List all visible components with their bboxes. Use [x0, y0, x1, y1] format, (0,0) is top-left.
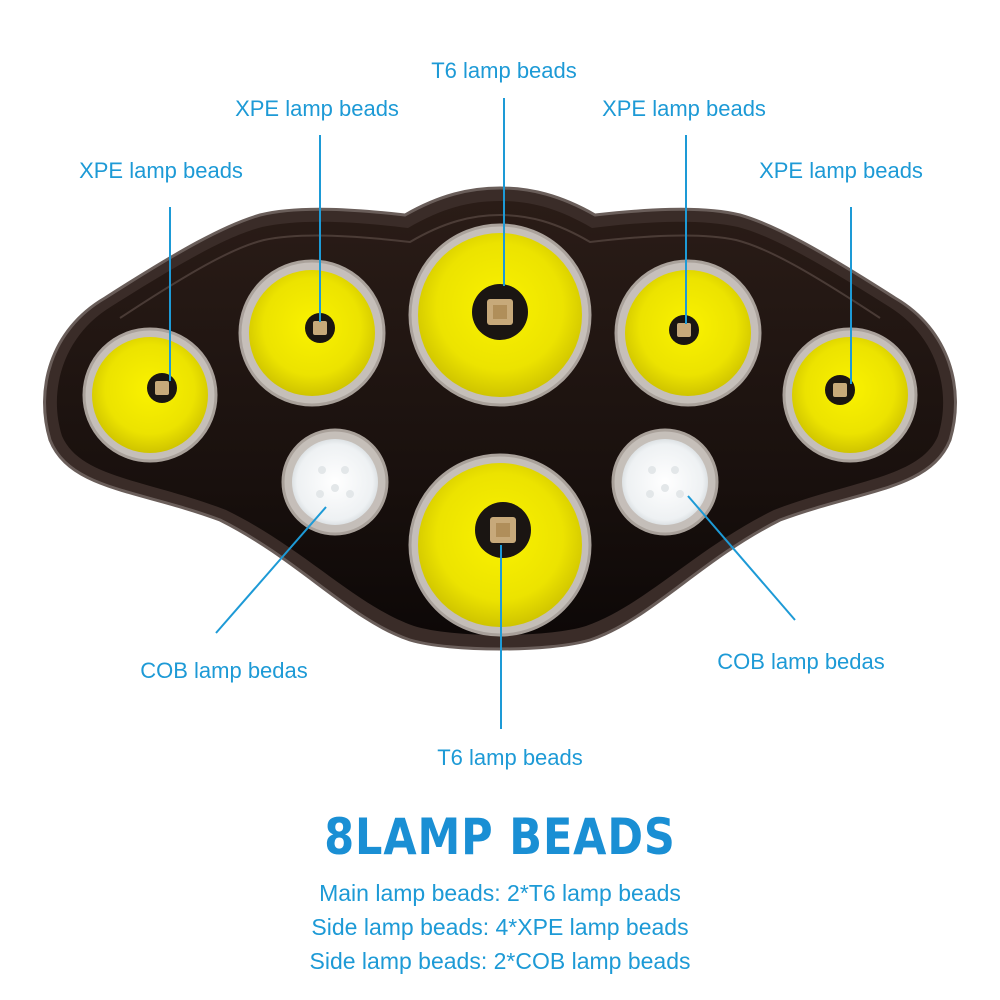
label-xpe-left: XPE lamp beads: [79, 158, 243, 183]
label-t6-bottom: T6 lamp beads: [437, 745, 583, 770]
housing-inner-edge: [119, 213, 881, 319]
spec-line-cob: Side lamp beads: 2*COB lamp beads: [309, 948, 691, 974]
headline-title: 8LAMP BEADS: [324, 808, 676, 866]
label-xpe-top-right: XPE lamp beads: [602, 96, 766, 121]
label-xpe-right: XPE lamp beads: [759, 158, 923, 183]
lens-xpe-right: [782, 327, 918, 463]
lens-xpe-top-left: [238, 259, 386, 407]
lens-xpe-top-right: [614, 259, 762, 407]
lens-xpe-left: [82, 327, 218, 463]
label-xpe-top-left: XPE lamp beads: [235, 96, 399, 121]
label-t6-top: T6 lamp beads: [431, 58, 577, 83]
label-cob-left: COB lamp bedas: [140, 658, 308, 683]
spec-line-main: Main lamp beads: 2*T6 lamp beads: [319, 880, 681, 906]
lens-cob-left: [281, 428, 389, 536]
leader-cob-right: [687, 495, 796, 621]
spec-line-xpe: Side lamp beads: 4*XPE lamp beads: [311, 914, 689, 940]
label-cob-right: COB lamp bedas: [717, 649, 885, 674]
lens-cob-right: [611, 428, 719, 536]
leader-cob-left: [215, 506, 327, 634]
lens-t6-top: [408, 223, 592, 407]
